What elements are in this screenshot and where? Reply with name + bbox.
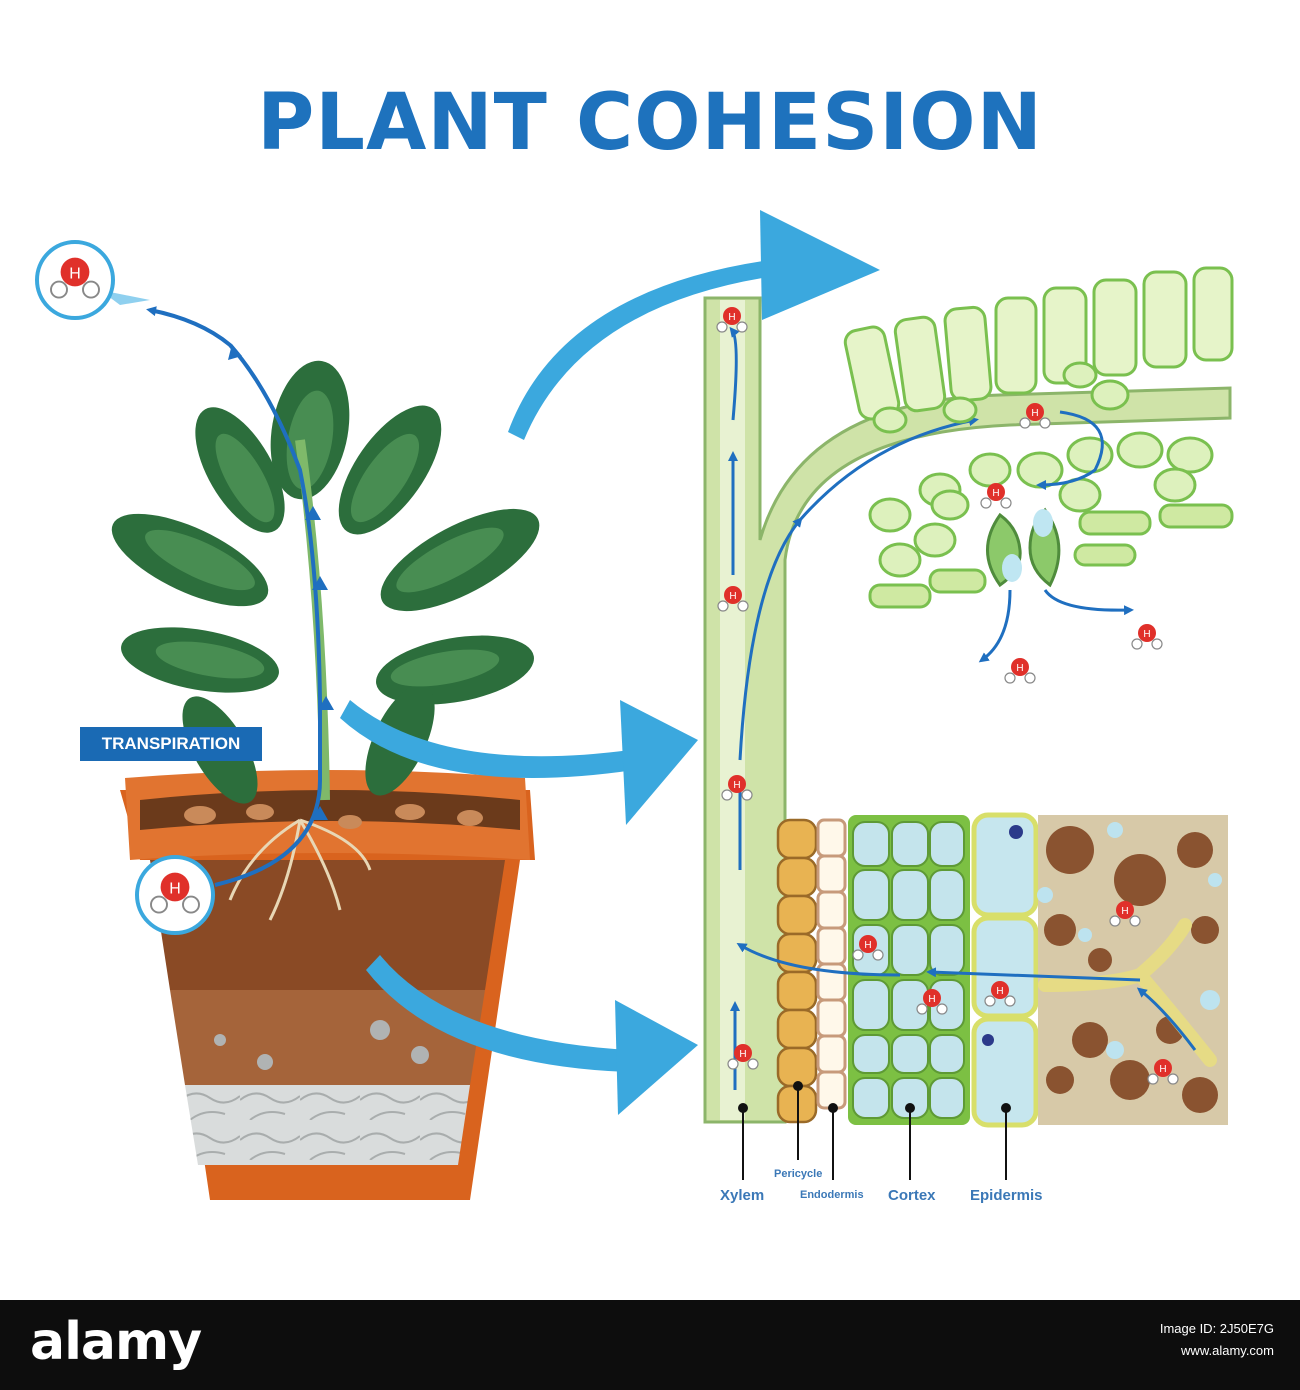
label-leader-lines bbox=[738, 1081, 1011, 1180]
soil-section bbox=[1037, 815, 1228, 1125]
footer-info: Image ID: 2J50E7G www.alamy.com bbox=[1160, 1318, 1274, 1362]
cortex-cells bbox=[848, 815, 970, 1125]
water-molecule-bubble-root bbox=[135, 855, 215, 935]
water-molecule-bubble-top bbox=[35, 240, 150, 320]
pericycle-label: Pericycle bbox=[774, 1168, 823, 1180]
epidermis-label: Epidermis bbox=[970, 1187, 1043, 1204]
epidermis-cells bbox=[971, 812, 1039, 1128]
flower-pot bbox=[120, 770, 535, 1200]
endodermis-cells bbox=[816, 818, 847, 1110]
guard-cells bbox=[986, 507, 1061, 588]
xylem-vessel bbox=[703, 296, 1232, 1124]
big-arrow-root bbox=[366, 955, 698, 1115]
alamy-logo: alamy bbox=[30, 1312, 202, 1372]
diagram-title: PLANT COHESION bbox=[257, 78, 1043, 168]
transpiration-flow-arrow bbox=[146, 306, 334, 887]
xylem-label: Xylem bbox=[720, 1187, 765, 1204]
big-arrow-leaf bbox=[508, 210, 880, 440]
leaf-cross-section bbox=[843, 266, 1234, 684]
big-arrow-stem bbox=[340, 700, 698, 825]
root-cross-section bbox=[736, 812, 1228, 1128]
transpiration-label: TRANSPIRATION bbox=[80, 727, 262, 761]
image-id: Image ID: 2J50E7G bbox=[1159, 1321, 1274, 1336]
cortex-label: Cortex bbox=[888, 1187, 936, 1204]
site-url: www.alamy.com bbox=[1181, 1343, 1274, 1358]
pericycle-cells bbox=[776, 818, 818, 1124]
stock-footer-bar bbox=[0, 1300, 1300, 1390]
endodermis-label: Endodermis bbox=[800, 1189, 864, 1201]
diagram-canvas: H bbox=[35, 210, 1234, 1200]
